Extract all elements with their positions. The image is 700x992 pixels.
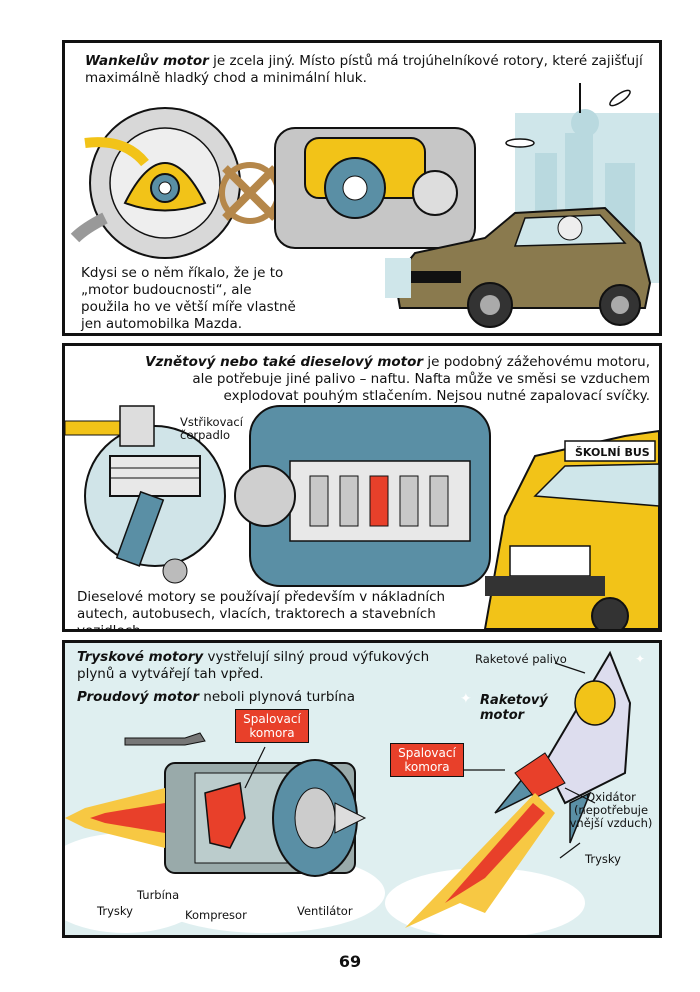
wankel-intro: Wankelův motor je zcela jiný. Místo píst… bbox=[85, 53, 645, 87]
jet-intro-text: vystřelují silný proud výfukových plynů … bbox=[77, 649, 430, 682]
compressor-label: Kompresor bbox=[185, 908, 247, 922]
panel-jet: ✦ ✦ Tryskové motory vystřelují silný pro… bbox=[62, 640, 662, 938]
diesel-caption: Dieselové motory se používají především … bbox=[77, 589, 467, 629]
turbine-intro-text: neboli plynová turbína bbox=[199, 689, 356, 705]
fan-label: Ventilátor bbox=[297, 904, 353, 918]
school-bus-sign: ŠKOLNÍ BUS bbox=[575, 446, 650, 459]
jet-heading: Tryskové motory bbox=[77, 649, 204, 665]
diesel-heading: Vznětový nebo také dieselový motor bbox=[145, 354, 424, 370]
rocket-fuel-label: Raketové palivo bbox=[475, 652, 567, 666]
page-number: 69 bbox=[338, 952, 362, 971]
oxidizer-label: Oxidátor (nepotřebuje vnější vzduch) bbox=[569, 790, 653, 830]
rocket-engine-label: Raketový motor bbox=[480, 693, 548, 723]
combustion-chamber-label-right: Spalovací komora bbox=[390, 743, 464, 777]
wankel-intro-text: je zcela jiný. Místo pístů má trojúhelní… bbox=[85, 53, 643, 86]
injection-pump-label: Vstřikovací čerpadlo bbox=[180, 415, 243, 442]
svg-text:✦: ✦ bbox=[635, 652, 645, 666]
diesel-illustration bbox=[65, 405, 659, 629]
rocket-nozzles-label: Trysky bbox=[585, 852, 621, 866]
jet-illustration: ✦ ✦ bbox=[65, 650, 645, 935]
combustion-chamber-label-left: Spalovací komora bbox=[235, 709, 309, 743]
diesel-intro-text: je podobný zážehovému motoru, ale potřeb… bbox=[192, 354, 650, 404]
wankel-caption: Kdysi se o něm říkalo, že je to „motor b… bbox=[81, 265, 303, 333]
wankel-illustration bbox=[70, 83, 659, 328]
turbine-heading: Proudový motor bbox=[77, 689, 199, 705]
jet-nozzles-label: Trysky bbox=[97, 904, 133, 918]
jet-intro: Tryskové motory vystřelují silný proud v… bbox=[77, 649, 457, 683]
svg-text:✦: ✦ bbox=[460, 691, 472, 707]
turbine-intro: Proudový motor neboli plynová turbína bbox=[77, 689, 417, 706]
wankel-heading: Wankelův motor bbox=[85, 53, 209, 69]
panel-wankel: Wankelův motor je zcela jiný. Místo píst… bbox=[62, 40, 662, 336]
diesel-intro: Vznětový nebo také dieselový motor je po… bbox=[125, 354, 650, 405]
turbine-label: Turbína bbox=[137, 888, 180, 902]
panel-diesel: Vznětový nebo také dieselový motor je po… bbox=[62, 343, 662, 632]
